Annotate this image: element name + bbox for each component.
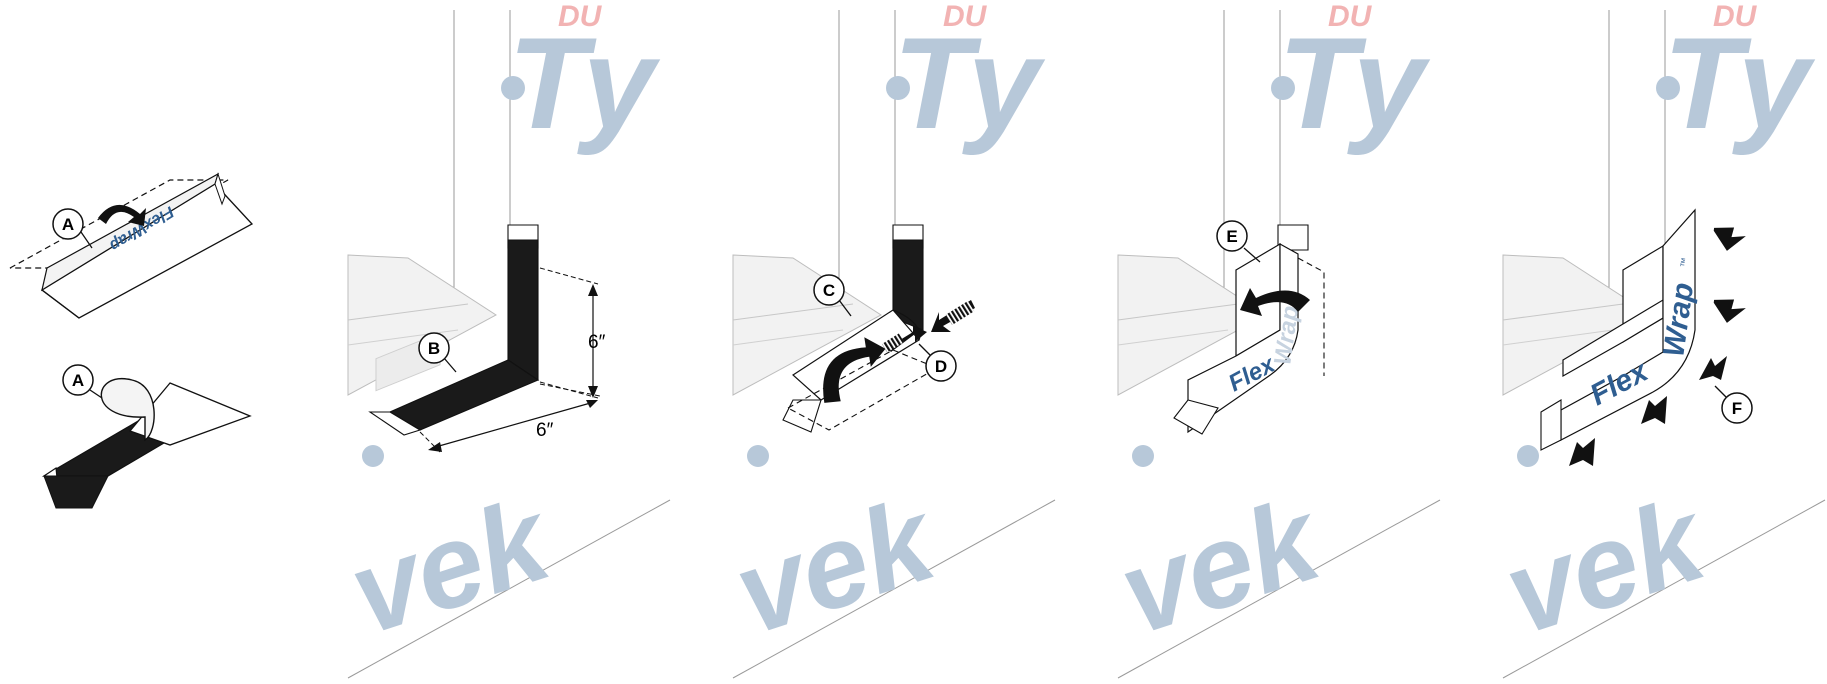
tape-strip-top: FlexWrap	[40, 172, 254, 319]
callout-d: D	[918, 343, 957, 382]
callout-c-label: C	[823, 281, 835, 300]
curved-arrow-icon	[98, 204, 146, 226]
watermark-vek: vek	[335, 472, 568, 660]
press-arrow-icon	[1569, 227, 1746, 466]
callout-b: B	[418, 332, 457, 373]
watermark-ty: Ty	[508, 10, 661, 156]
watermark-red: DU	[943, 0, 988, 33]
callout-a-bottom: A	[62, 364, 103, 399]
callout-a-top-label: A	[62, 215, 74, 234]
dimension-height: 6″	[539, 267, 606, 399]
tape-strip-peeling	[41, 378, 252, 509]
curved-arrow-icon	[1240, 288, 1310, 316]
wall-background: Ty DU vek ®	[1490, 0, 1826, 679]
panel-3: Ty DU vek ® C	[720, 0, 1056, 679]
dimension-width: 6″	[419, 383, 601, 453]
watermark-ty: Ty	[1278, 10, 1431, 156]
corner-tape	[368, 224, 540, 436]
callout-b-label: B	[428, 339, 440, 358]
watermark-ty: Ty	[1663, 10, 1816, 156]
callout-f: F	[1714, 385, 1753, 424]
dimension-height-label: 6″	[588, 332, 606, 353]
panel-5: Ty DU vek ® Flex Wrap ™ F	[1490, 0, 1826, 679]
push-arrow-icon	[931, 300, 975, 332]
panel-1: FlexWrap A A	[9, 172, 254, 509]
watermark-red: DU	[558, 0, 603, 33]
dimension-width-label: 6″	[536, 420, 554, 441]
callout-f-label: F	[1732, 399, 1742, 418]
callout-e: E	[1216, 220, 1261, 263]
watermark-reg: ®	[1290, 521, 1299, 535]
callout-e-label: E	[1226, 227, 1237, 246]
watermark-vek: vek	[1105, 472, 1338, 660]
panel-2: Ty DU vek ® 6″ 6″	[335, 0, 671, 679]
callout-a-bottom-label: A	[72, 371, 84, 390]
watermark-reg: ®	[1675, 521, 1684, 535]
watermark-reg: ®	[520, 521, 529, 535]
panel-4: Ty DU vek ® Flex Wrap ™ E	[1105, 0, 1441, 679]
callout-a-top: A	[52, 208, 93, 249]
curved-arrow-icon	[823, 337, 886, 403]
watermark-vek: vek	[720, 472, 953, 660]
brand-tm: ™	[1679, 257, 1691, 268]
watermark-red: DU	[1328, 0, 1373, 33]
watermark-red: DU	[1713, 0, 1758, 33]
callout-d-label: D	[935, 357, 947, 376]
press-arrow-icon	[881, 326, 927, 353]
watermark-reg: ®	[905, 521, 914, 535]
watermark-ty: Ty	[893, 10, 1046, 156]
watermark-vek: vek	[1490, 472, 1723, 660]
wall-background: Ty DU vek ®	[335, 0, 671, 679]
callout-c: C	[813, 274, 852, 317]
